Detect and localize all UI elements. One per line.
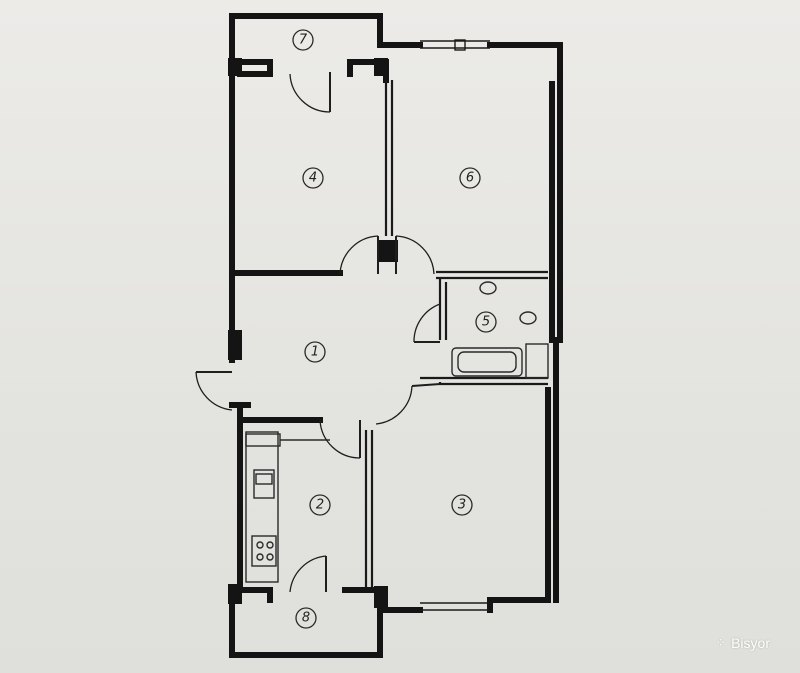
room-7-label: 7 [292, 29, 314, 51]
svg-text:2: 2 [316, 498, 324, 513]
room-labels: 7 4 6 5 1 2 3 [292, 29, 497, 629]
room-6-label: 6 [459, 167, 481, 189]
room-3-label: 3 [451, 494, 473, 516]
windows [420, 39, 490, 611]
watermark-text: Bisyor [731, 635, 770, 651]
closet-7-walls [228, 58, 389, 83]
room-8-label: 8 [295, 607, 317, 629]
room-5-label: 5 [475, 311, 497, 333]
outer-walls [229, 13, 563, 658]
svg-text:7: 7 [299, 33, 308, 48]
svg-text:1: 1 [311, 345, 319, 360]
svg-text:5: 5 [482, 315, 490, 330]
svg-text:8: 8 [302, 611, 310, 626]
svg-text:6: 6 [466, 171, 474, 186]
svg-text:4: 4 [309, 171, 317, 186]
doors [195, 72, 441, 593]
kitchen-fixtures [245, 431, 330, 583]
room-4-label: 4 [302, 167, 324, 189]
bisyor-logo-icon: ⁘ [715, 635, 727, 650]
bathroom-fixtures [451, 281, 549, 379]
svg-text:3: 3 [458, 498, 466, 513]
room-1-label: 1 [304, 341, 326, 363]
interior-walls [228, 80, 548, 613]
watermark: ⁘ Bisyor [715, 635, 770, 651]
room-2-label: 2 [309, 494, 331, 516]
